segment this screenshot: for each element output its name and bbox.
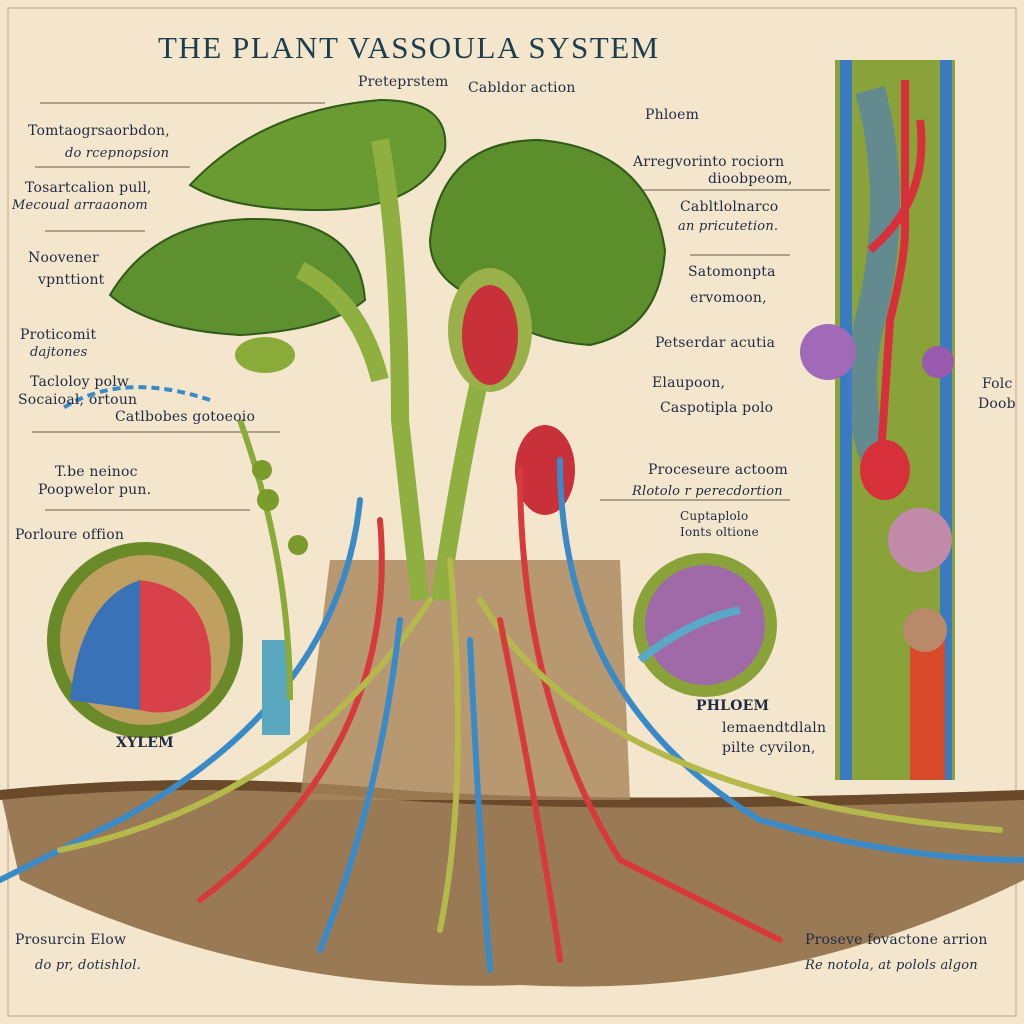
label-right-3: Cabltlolnarco xyxy=(680,199,779,215)
label-right-7-sub: Rlotolo r perecdortion xyxy=(632,484,783,499)
label-phloem-top: Phloem xyxy=(645,107,700,123)
label-bottom-left-sub: do pr, dotishlol. xyxy=(35,958,141,973)
label-left-5: Tacloloy polw xyxy=(30,374,130,390)
label-xylem: XYLEM xyxy=(116,735,174,751)
label-left-4: Proticomit xyxy=(20,327,97,343)
label-left-1: Tomtaogrsaorbdon, xyxy=(28,123,170,139)
label-left-7-sub: Poopwelor pun. xyxy=(38,482,152,498)
label-right-5: Petserdar acutia xyxy=(655,335,776,351)
label-left-2: Tosartcalion pull, xyxy=(25,180,152,196)
label-bottom-right-sub: Re notola, at polols algon xyxy=(805,958,978,973)
label-edge-1: Folc xyxy=(982,376,1013,392)
label-right-9: lemaendtdlaln xyxy=(722,720,827,736)
label-right-6-sub: Caspotipla polo xyxy=(660,400,774,416)
label-right-8: Cuptaplolo xyxy=(680,509,749,523)
label-right-4-sub: ervomoon, xyxy=(690,290,767,306)
label-bottom-left: Prosurcin Elow xyxy=(15,932,127,948)
label-cabldor-action: Cabldor action xyxy=(468,80,576,96)
label-left-6: Catlbobes gotoeoio xyxy=(115,409,256,425)
label-bottom-right: Proseve fovactone arrion xyxy=(805,932,988,948)
label-edge-2: Doob xyxy=(978,396,1016,412)
label-left-7: T.be neinoc xyxy=(55,464,138,480)
label-left-3-sub: vpnttiont xyxy=(38,272,105,288)
soil xyxy=(0,780,1024,987)
frame-lines xyxy=(7,7,1017,1017)
label-right-6: Elaupoon, xyxy=(652,375,726,391)
leaf xyxy=(188,98,447,212)
label-left-4-sub: dajtones xyxy=(30,345,88,360)
label-right-3-sub: an pricutetion. xyxy=(678,219,779,234)
label-right-4: Satomonpta xyxy=(688,264,776,280)
label-right-2: Arregvorinto rociorn xyxy=(633,154,785,170)
label-left-3: Noovener xyxy=(28,250,99,266)
label-left-8: Porloure offion xyxy=(15,527,125,543)
label-right-8-sub: Ionts oltione xyxy=(680,525,759,539)
label-left-5-sub: Socaioal, ortoun xyxy=(18,392,138,408)
leaf xyxy=(108,218,367,337)
label-right-9-sub: pilte cyvilon, xyxy=(722,740,816,756)
label-left-1-sub: do rcepnopsion xyxy=(65,146,170,161)
label-right-2-sub: dioobpeom, xyxy=(708,171,793,187)
page-title: THE PLANT VASSOULA SYSTEM xyxy=(158,30,660,65)
label-phloem: PHLOEM xyxy=(696,698,770,714)
vessels xyxy=(0,457,1024,973)
label-left-2-sub: Mecoual arraaonom xyxy=(12,198,148,213)
label-right-7: Proceseure actoom xyxy=(648,462,788,478)
label-preteprstem: Preteprstem xyxy=(358,74,449,90)
